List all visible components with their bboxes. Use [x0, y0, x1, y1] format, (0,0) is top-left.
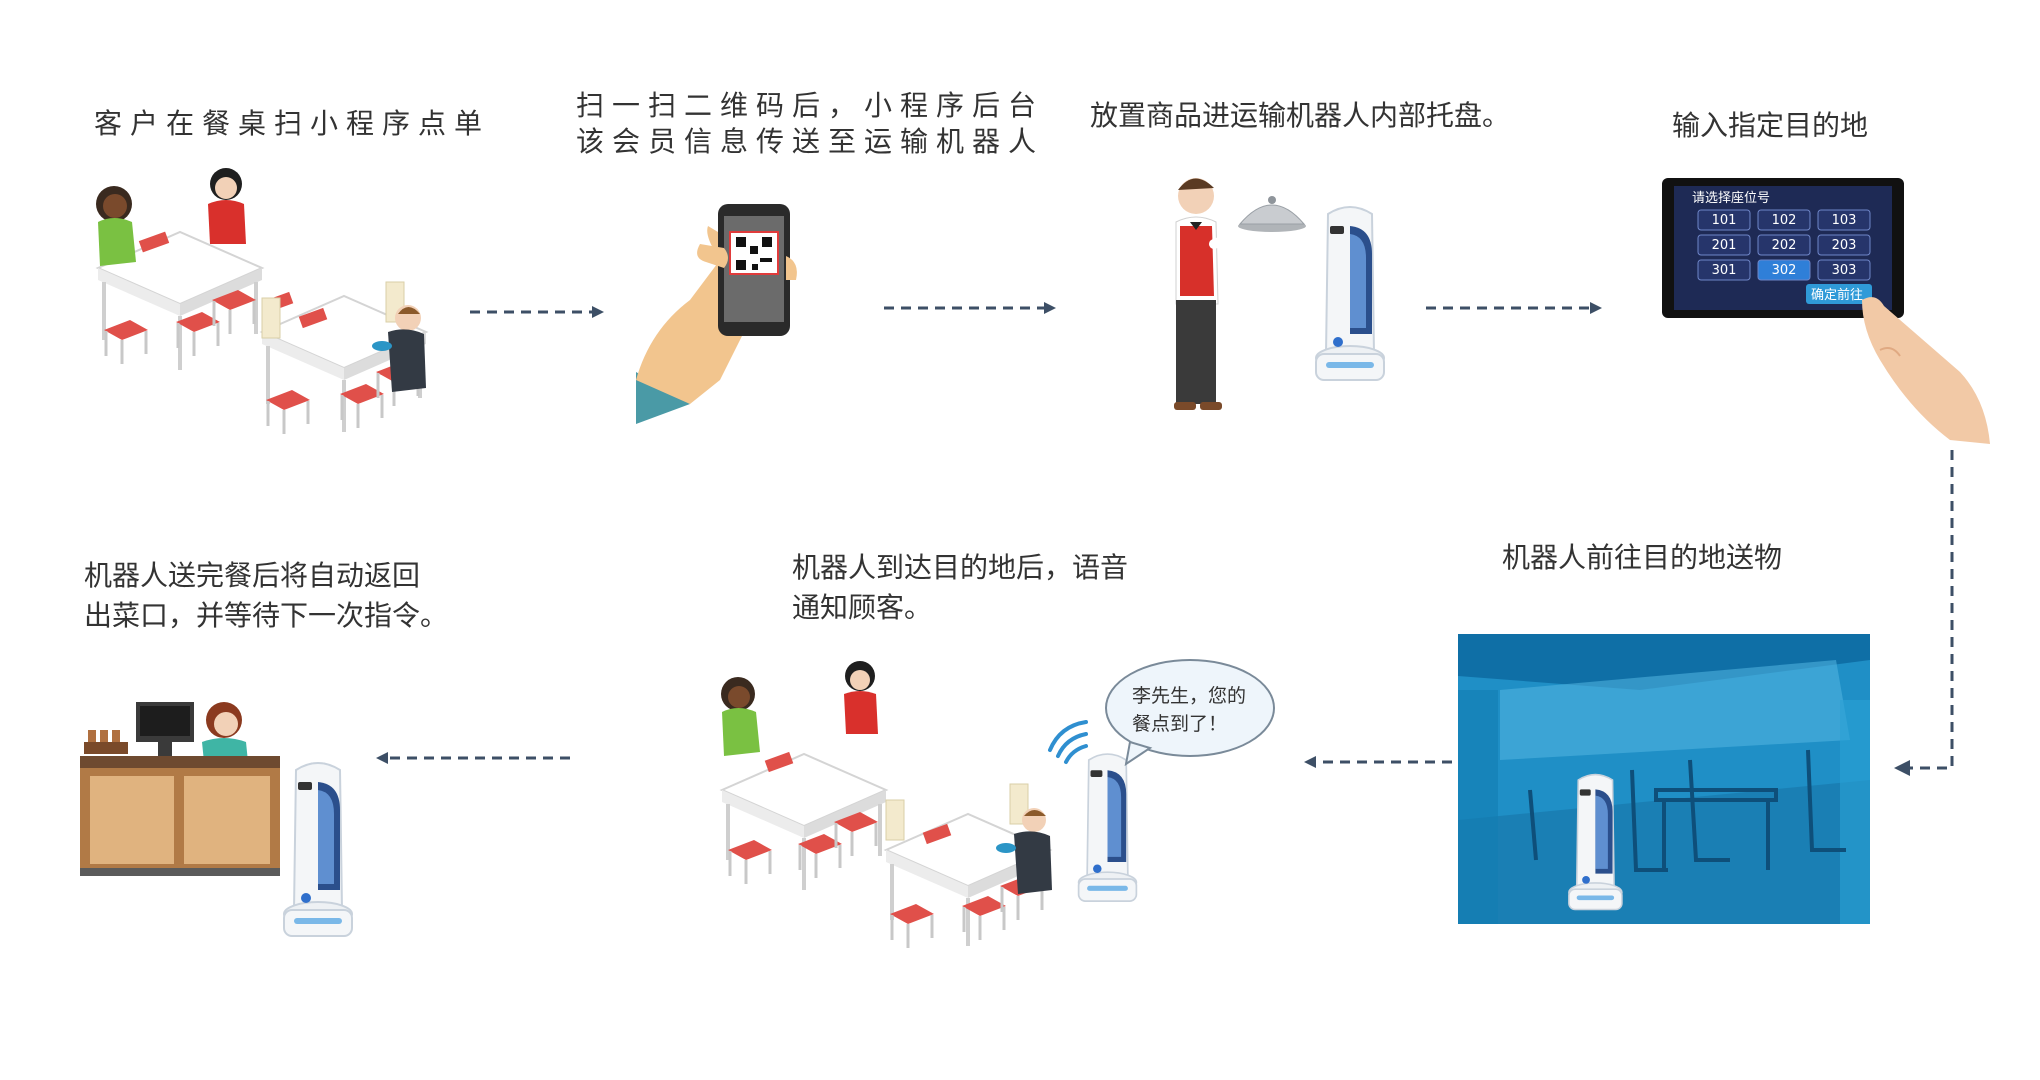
step7-caption: 机器人送完餐后将自动返回 出菜口，并等待下一次指令。 — [84, 556, 448, 636]
seat-grid[interactable]: 101 102 103 201 202 203 301 302 303 — [1697, 209, 1871, 281]
seat-label-301: 301 — [1712, 263, 1737, 278]
restaurant-scene-illustration — [1458, 634, 1870, 924]
step3-caption: 放置商品进运输机器人内部托盘。 — [1090, 96, 1510, 136]
seat-label-101: 101 — [1712, 213, 1737, 228]
step6-line2: 通知顾客。 — [792, 591, 933, 624]
seat-button-302[interactable] — [1757, 259, 1811, 281]
waiter-robot-illustration — [1174, 178, 1385, 410]
bubble-line1: 李先生，您的 — [1132, 685, 1246, 707]
confirm-button[interactable] — [1806, 284, 1872, 304]
flow-arrow-4 — [1894, 450, 1954, 776]
bubble-line2: 餐点到了！ — [1132, 713, 1227, 735]
seat-label-303: 303 — [1832, 263, 1857, 278]
step5-line1: 机器人前往目的地送物 — [1502, 541, 1783, 574]
seat-label-201: 201 — [1712, 238, 1737, 253]
step7-line2: 出菜口，并等待下一次指令。 — [84, 599, 449, 632]
tablet-illustration: 请选择座位号 101 102 103 201 202 203 301 302 303 确定前往 — [1662, 178, 1990, 444]
step4-caption: 输入指定目的地 — [1672, 106, 1868, 146]
step2-line1: 扫一扫二维码后，小程序后台 — [576, 89, 1045, 122]
step1-line1: 客户在餐桌扫小程序点单 — [94, 107, 491, 140]
step5-caption: 机器人前往目的地送物 — [1502, 538, 1782, 578]
confirm-label: 确定前往 — [1811, 287, 1863, 303]
step4-line1: 输入指定目的地 — [1672, 109, 1869, 142]
seat-button-102[interactable] — [1757, 209, 1811, 231]
seat-button-103[interactable] — [1817, 209, 1871, 231]
step2-caption: 扫一扫二维码后，小程序后台 该会员信息传送至运输机器人 — [576, 88, 1044, 160]
seat-label-202: 202 — [1772, 238, 1797, 253]
seat-label-302: 302 — [1772, 263, 1797, 278]
step7-line1: 机器人送完餐后将自动返回 — [84, 559, 421, 592]
seat-button-202[interactable] — [1757, 234, 1811, 256]
seat-button-301[interactable] — [1697, 259, 1751, 281]
phone-qr-illustration — [636, 204, 797, 424]
seat-button-101[interactable] — [1697, 209, 1751, 231]
seat-button-201[interactable] — [1697, 234, 1751, 256]
seat-button-203[interactable] — [1817, 234, 1871, 256]
seat-label-203: 203 — [1832, 238, 1857, 253]
counter-return-illustration — [80, 702, 353, 937]
step2-line2: 该会员信息传送至运输机器人 — [576, 125, 1045, 158]
step3-line1: 放置商品进运输机器人内部托盘。 — [1090, 99, 1511, 132]
step6-line1: 机器人到达目的地后，语音 — [792, 551, 1129, 584]
step6-caption: 机器人到达目的地后，语音 通知顾客。 — [792, 548, 1128, 628]
seat-button-303[interactable] — [1817, 259, 1871, 281]
arrival-scene-illustration: 李先生，您的 餐点到了！ — [719, 659, 1275, 950]
seat-label-102: 102 — [1772, 213, 1797, 228]
seat-label-103: 103 — [1832, 213, 1857, 228]
tablet-header: 请选择座位号 — [1692, 191, 1770, 206]
step1-caption: 客户在餐桌扫小程序点单 — [94, 104, 490, 144]
customers-table-illustration — [95, 168, 429, 436]
